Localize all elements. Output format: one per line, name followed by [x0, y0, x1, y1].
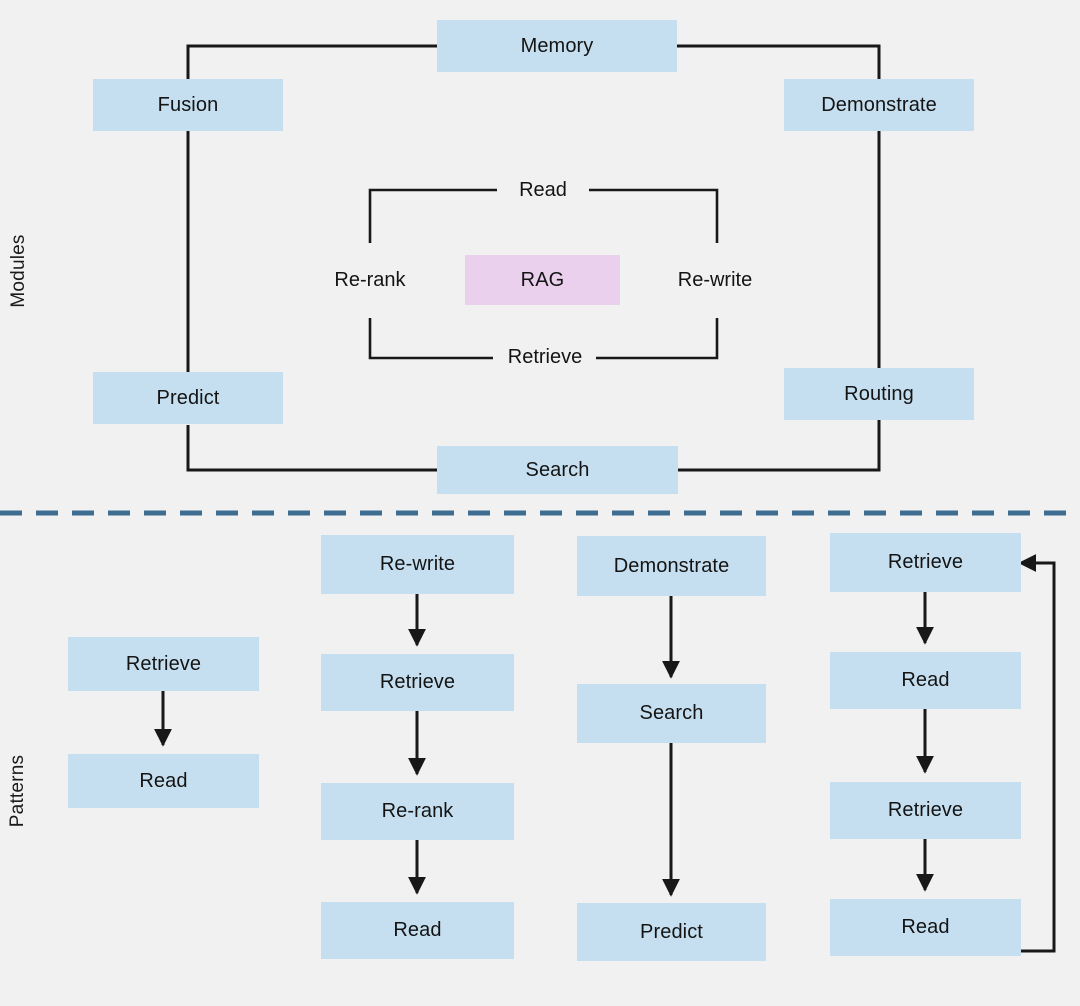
pattern-4-step-read-1[interactable]: Read [830, 652, 1021, 709]
pattern-3-step-predict[interactable]: Predict [577, 903, 766, 961]
section-label-modules: Modules [8, 234, 29, 308]
module-node-search[interactable]: Search [437, 446, 678, 494]
pattern-2-step-re-rank[interactable]: Re-rank [321, 783, 514, 840]
wire-predict-to-search [186, 425, 437, 472]
module-node-fusion[interactable]: Fusion [93, 79, 283, 131]
pattern-4-step-retrieve-2[interactable]: Retrieve [830, 782, 1021, 839]
pattern-2-step-read[interactable]: Read [321, 902, 514, 959]
section-label-patterns: Patterns [7, 754, 28, 828]
module-label-re-write: Re-write [677, 268, 753, 291]
pattern-2-step-retrieve[interactable]: Retrieve [321, 654, 514, 711]
module-node-routing[interactable]: Routing [784, 368, 974, 420]
pattern-3-step-demonstrate[interactable]: Demonstrate [577, 536, 766, 596]
pattern-4-step-read-2[interactable]: Read [830, 899, 1021, 956]
pattern-2-step-re-write[interactable]: Re-write [321, 535, 514, 594]
pattern-1-step-retrieve[interactable]: Retrieve [68, 637, 259, 691]
module-node-demonstrate[interactable]: Demonstrate [784, 79, 974, 131]
arrow-p4-loopback [1017, 554, 1056, 953]
module-node-rag[interactable]: RAG [465, 255, 620, 305]
pattern-1-step-read[interactable]: Read [68, 754, 259, 808]
wire-read-to-rerank [368, 188, 497, 243]
wire-memory-to-fusion [186, 44, 437, 80]
module-label-read: Read [519, 178, 567, 201]
wire-memory-to-demonstrate [677, 44, 881, 80]
module-node-memory[interactable]: Memory [437, 20, 677, 72]
wire-rerank-to-retrieve [368, 318, 493, 360]
pattern-3-step-search[interactable]: Search [577, 684, 766, 743]
module-node-predict[interactable]: Predict [93, 372, 283, 424]
wire-read-to-rewrite [589, 188, 719, 243]
module-label-retrieve: Retrieve [507, 345, 583, 368]
module-label-re-rank: Re-rank [334, 268, 406, 291]
wire-routing-to-search [678, 420, 881, 472]
wire-rewrite-to-retrieve [596, 318, 719, 360]
pattern-4-step-retrieve-1[interactable]: Retrieve [830, 533, 1021, 592]
